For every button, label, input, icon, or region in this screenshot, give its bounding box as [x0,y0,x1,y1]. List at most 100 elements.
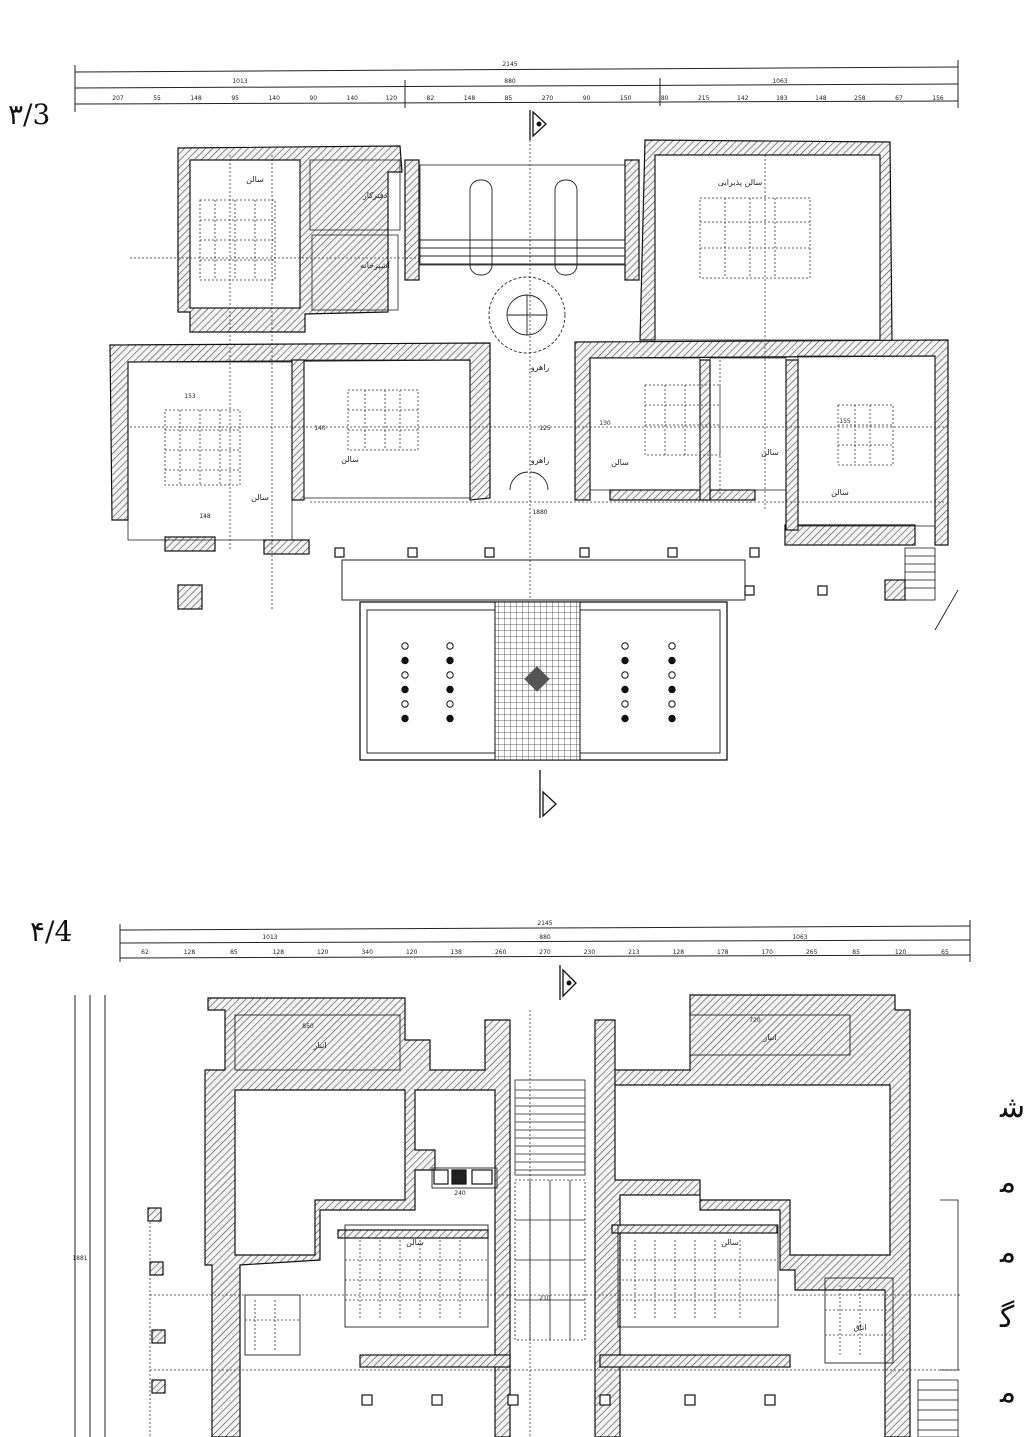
dimension-row3-value: 128 [273,949,285,956]
dimension-row3-value: 62 [141,949,149,956]
terrace-column [621,700,629,708]
dimension-mark: 850 [302,1023,314,1030]
dimension-row3-value: 80 [661,95,669,102]
porch-pier [744,585,755,596]
dimension-row3-value: 120 [895,949,907,956]
dimension-row2-value: 880 [504,78,516,85]
room-label: سالن پذیرایی [718,178,763,187]
sheet-2-dimension-lines [74,920,971,1437]
porch-pier [579,547,590,558]
dimension-mark: 1881 [72,1255,87,1262]
room-label: سالن [341,455,359,464]
porch-pier [817,585,828,596]
terrace-column [401,671,409,679]
sheet-1-room-outlines [127,154,936,541]
room-label: انبار [312,1041,326,1050]
terrace-column [668,642,676,650]
sheet-2-label: ۴/4 [30,915,73,948]
section-marker-top-2 [559,965,577,1000]
room-label: راهرو [530,456,550,465]
dimension-mark: 210 [539,1295,551,1302]
terrace-column [621,642,629,650]
porch-pier [484,547,495,558]
terrace-column [401,714,409,723]
dimension-mark: 1880 [532,509,547,516]
room-label: سالن [761,448,779,457]
terrace-column [446,656,454,665]
dimension-mark: 125 [539,425,551,432]
sheet-1-ceiling-grids [130,140,950,610]
dimension-row3-value: 148 [464,95,476,102]
margin-char-3: ﻣ [1000,1235,1017,1270]
dimension-row3-value: 183 [776,95,788,102]
sheet-1-dimension-lines [74,60,959,112]
margin-char-4: ﮔ [1000,1300,1015,1335]
terrace-column [446,700,454,708]
dimension-row3-value: 120 [406,949,418,956]
dimension-row3-value: 128 [673,949,685,956]
sheet-1-label: ۳/3 [8,98,51,131]
stove-icon [433,1169,493,1185]
porch-piers [334,547,828,596]
side-pier [151,1329,166,1344]
dimension-row3-value: 340 [361,949,373,956]
sheet-2-walls [204,994,911,1437]
terrace-column [446,642,454,650]
terrace-column [668,685,676,694]
porch-pier [764,1394,776,1406]
terrace-column [621,671,629,679]
room-label: آشپزخانه [360,260,390,270]
terrace-columns [401,642,676,723]
dimension-row3-value: 230 [584,949,596,956]
dimension-row3-value: 148 [190,95,202,102]
room-label: سالن [611,458,629,467]
porch-pier [407,547,418,558]
margin-char-5: ﻣ [1000,1375,1017,1410]
room-label: سالن [251,493,269,502]
terrace-column [668,714,676,723]
porch-pier [507,1394,519,1406]
terrace-column [446,671,454,679]
dimension-total: 2145 [502,61,517,68]
dimension-row3-value: 128 [184,949,196,956]
dimension-row3-value: 140 [268,95,280,102]
dimension-row3-value: 85 [230,949,238,956]
dimension-row2-value: 880 [539,934,551,941]
central-stair [420,179,625,491]
dimension-row3-value: 260 [495,949,507,956]
room-label: سالن [721,1238,739,1247]
dimension-row2-value: 1063 [772,78,787,85]
room-label: اتاق [853,1323,866,1332]
terrace-column [621,714,629,723]
sheet-1-walls [109,139,949,610]
porch-pier [361,1394,373,1406]
dimension-row3-value: 85 [505,95,513,102]
dimension-row3-value: 265 [806,949,818,956]
room-label: سالن [406,1238,424,1247]
dimension-mark: 140 [314,425,326,432]
dimension-row3-value: 65 [941,949,949,956]
dimension-row3-value: 85 [852,949,860,956]
dimension-mark: 153 [184,393,196,400]
side-stair-right-2 [917,1199,959,1437]
dimension-row3-value: 258 [854,95,866,102]
margin-char-2: ﻣ [1000,1165,1017,1200]
sheet-2-room-outlines [234,1014,894,1364]
terrace-column [401,685,409,694]
dimension-row3-value: 140 [347,95,359,102]
porch-pier [431,1394,443,1406]
dimension-row3-value: 120 [317,949,329,956]
dimension-row3-value: 207 [112,95,124,102]
dimension-row3-value: 178 [717,949,729,956]
dimension-row3-value: 170 [761,949,773,956]
terrace-column [621,685,629,694]
dimension-row3-value: 67 [895,95,903,102]
section-marker-bottom [539,770,557,818]
terrace-column [446,685,454,694]
